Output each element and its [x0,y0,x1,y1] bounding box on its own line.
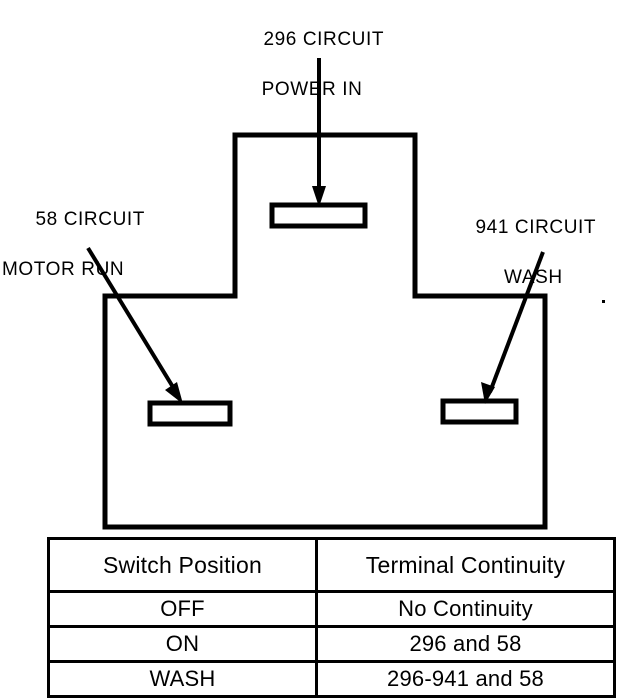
table-row: WASH 296-941 and 58 [47,660,616,698]
cell-terminal-continuity: No Continuity [315,590,616,628]
cell-terminal-continuity: 296 and 58 [315,625,616,663]
wash-arrowhead [481,382,495,404]
table-row: ON 296 and 58 [47,625,616,663]
print-speck [602,300,605,303]
label-motor-run-line2: MOTOR RUN [2,259,125,280]
table-row: OFF No Continuity [47,590,616,628]
motor-run-arrowhead [165,382,183,404]
label-wash-line1: 941 CIRCUIT [475,217,597,238]
power-in-terminal [269,202,368,229]
column-header-switch-position: Switch Position [47,537,318,593]
cell-switch-position: WASH [47,660,318,698]
cell-switch-position: OFF [47,590,318,628]
label-power-in-line1: 296 CIRCUIT [263,29,385,50]
power-in-arrowhead [312,186,326,207]
cell-switch-position: ON [47,625,318,663]
motor-run-leader-line [86,246,178,394]
continuity-table: Switch Position Terminal Continuity OFF … [47,537,616,698]
wash-terminal [440,398,519,425]
label-motor-run: 58 CIRCUIT MOTOR RUN [2,182,192,332]
connector-outline [102,132,548,530]
cell-terminal-continuity: 296-941 and 58 [315,660,616,698]
wash-leader-line [488,251,545,393]
motor-run-terminal [147,400,233,427]
label-motor-run-line1: 58 CIRCUIT [35,209,145,230]
column-header-terminal-continuity: Terminal Continuity [315,537,616,593]
table-header-row: Switch Position Terminal Continuity [47,537,616,593]
label-power-in-line2: POWER IN [261,79,363,100]
label-wash: 941 CIRCUIT WASH [452,190,624,340]
label-power-in: 296 CIRCUIT POWER IN [0,2,624,152]
label-wash-line2: WASH [504,267,563,288]
